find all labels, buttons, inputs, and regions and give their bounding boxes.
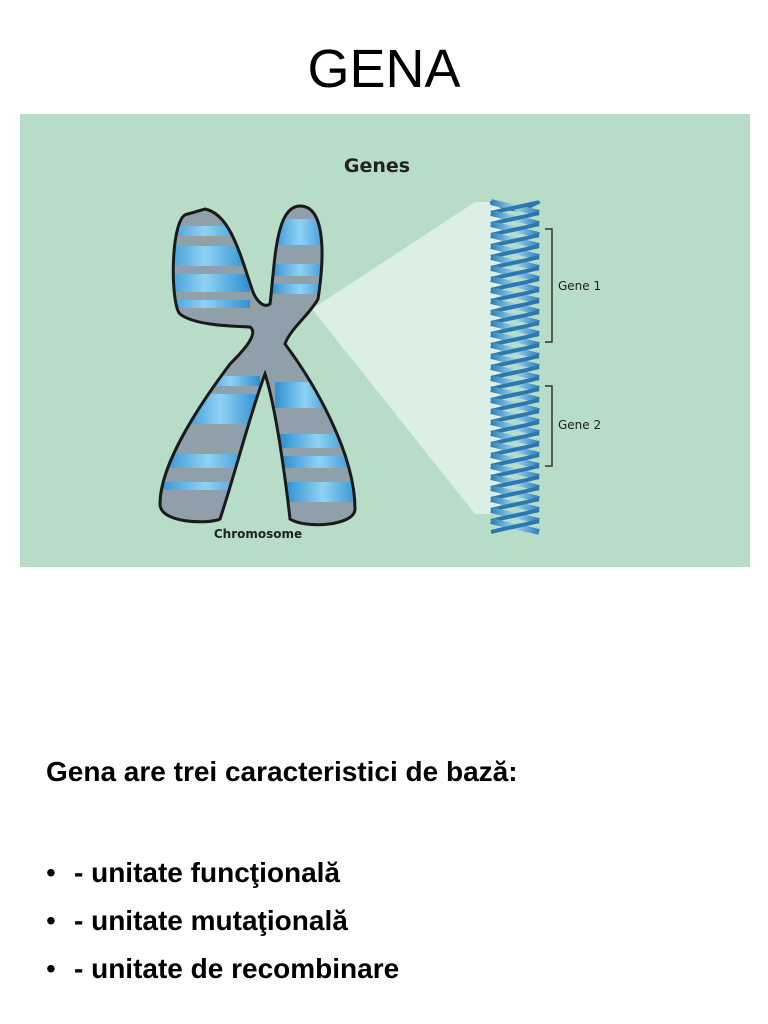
bullet-icon: • <box>46 905 56 936</box>
list-item: • - unitate de recombinare <box>46 952 399 1000</box>
slide-title: GENA <box>307 39 461 99</box>
dna-helix <box>489 199 541 535</box>
bullet-icon: • <box>46 857 56 888</box>
dna-strand-segment <box>490 519 540 534</box>
bullet-icon: • <box>46 953 56 984</box>
gene-1-bracket: Gene 1 <box>545 228 601 343</box>
gene-diagram: Genes <box>20 114 750 567</box>
chromosome <box>158 204 357 527</box>
gene-2-label: Gene 2 <box>558 418 601 432</box>
gene-2-bracket: Gene 2 <box>545 385 601 467</box>
zoom-beam <box>312 202 500 514</box>
gene-1-label: Gene 1 <box>558 279 601 293</box>
list-item-text: - unitate de recombinare <box>74 953 400 984</box>
list-item: • - unitate mutaţională <box>46 904 399 952</box>
list-item-text: - unitate funcţională <box>74 857 340 888</box>
chromosome-label: Chromosome <box>214 527 302 541</box>
gene-diagram-svg: Genes <box>158 155 601 541</box>
list-item-text: - unitate mutaţională <box>74 905 348 936</box>
characteristics-heading: Gena are trei caracteristici de bază: <box>46 756 518 787</box>
figure-title: Genes <box>344 155 410 177</box>
list-item: • - unitate funcţională <box>46 856 399 904</box>
characteristics-list: • - unitate funcţională • - unitate muta… <box>46 856 399 1000</box>
